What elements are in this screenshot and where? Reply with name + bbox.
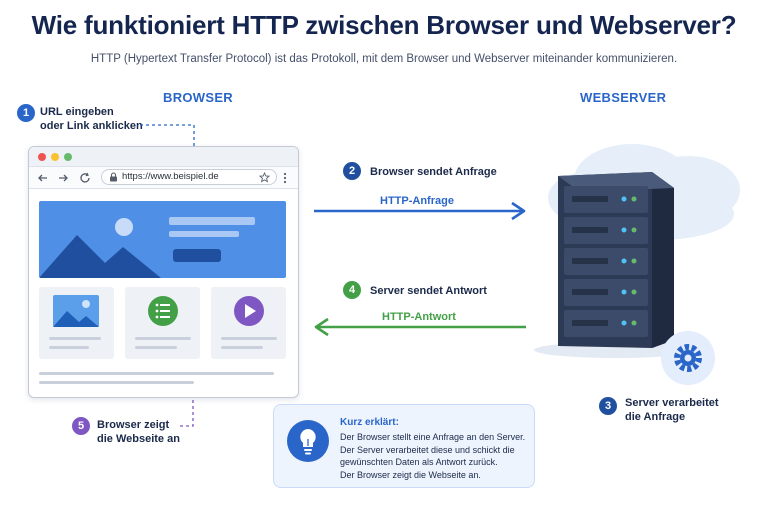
- footer-text-line: [39, 381, 194, 384]
- page-title: Wie funktioniert HTTP zwischen Browser u…: [31, 10, 737, 40]
- server-rack-icon: [558, 172, 674, 348]
- url-input[interactable]: https://www.beispiel.de: [101, 169, 277, 185]
- request-arrow-label: HTTP-Anfrage: [380, 195, 454, 207]
- browser-window: https://www.beispiel.de: [28, 146, 299, 398]
- content-card-list: [125, 287, 200, 359]
- card-text-line: [49, 346, 89, 349]
- browser-titlebar: [29, 147, 298, 167]
- step-4-badge: 4: [343, 281, 361, 299]
- reload-icon[interactable]: [79, 172, 91, 184]
- step-1-badge: 1: [17, 104, 35, 122]
- card-text-line: [135, 346, 177, 349]
- content-card-video: [211, 287, 286, 359]
- url-text: https://www.beispiel.de: [122, 171, 219, 182]
- response-arrow-head: [314, 317, 329, 337]
- info-text: Der Browser stellt eine Anfrage an den S…: [340, 431, 530, 481]
- minimize-dot[interactable]: [51, 153, 59, 161]
- arrow-left-icon[interactable]: [37, 172, 49, 184]
- browser-section-label: BROWSER: [163, 90, 233, 105]
- list-icon: [148, 296, 178, 326]
- step-4-label: Server sendet Antwort: [370, 285, 487, 297]
- card-text-line: [49, 337, 101, 340]
- step-1-line-1: URL eingeben: [40, 106, 114, 118]
- info-line-3: gewünschten Daten als Antwort zurück.: [340, 457, 498, 467]
- landscape-image-icon: [39, 217, 255, 278]
- hero-banner: [39, 201, 286, 278]
- maximize-dot[interactable]: [64, 153, 72, 161]
- step-1-line-2: oder Link anklicken: [40, 120, 143, 132]
- browser-toolbar: https://www.beispiel.de: [29, 167, 298, 189]
- info-box: Kurz erklärt: Der Browser stellt eine An…: [273, 404, 535, 488]
- step-5-label: Browser zeigt die Webseite an: [97, 418, 180, 446]
- content-card-image: [39, 287, 114, 359]
- info-title: Kurz erklärt:: [340, 417, 399, 428]
- step-1-connector: [140, 124, 195, 158]
- lightbulb-icon: [287, 420, 329, 462]
- info-line-2: Der Server verarbeitet diese und schickt…: [340, 444, 515, 455]
- card-text-line: [221, 337, 277, 340]
- step-1-label: URL eingeben oder Link anklicken: [40, 105, 143, 133]
- lock-icon: [110, 172, 117, 182]
- step-5-line-1: Browser zeigt: [97, 419, 170, 431]
- info-line-4: Der Browser zeigt die Webseite an.: [340, 469, 481, 480]
- gear-icon: [661, 331, 715, 385]
- step-3-line-2: die Anfrage: [625, 411, 686, 423]
- footer-text-line: [39, 372, 274, 375]
- play-icon: [234, 296, 264, 326]
- step-3-line-1: Server verarbeitet: [625, 397, 719, 409]
- arrow-right-icon[interactable]: [57, 172, 69, 184]
- card-text-line: [135, 337, 191, 340]
- image-icon: [53, 295, 99, 327]
- close-dot[interactable]: [38, 153, 46, 161]
- card-text-line: [221, 346, 263, 349]
- step-3-label: Server verarbeitet die Anfrage: [625, 396, 719, 424]
- star-icon[interactable]: [259, 172, 270, 183]
- step-2-label: Browser sendet Anfrage: [370, 166, 497, 178]
- request-arrow-head: [511, 201, 526, 221]
- step-5-line-2: die Webseite an: [97, 433, 180, 445]
- info-line-1: Der Browser stellt eine Anfrage an den S…: [340, 432, 526, 442]
- menu-dots-icon[interactable]: [282, 172, 288, 184]
- step-5-badge: 5: [72, 417, 90, 435]
- step-3-badge: 3: [599, 397, 617, 415]
- webserver-section-label: WEBSERVER: [580, 90, 667, 105]
- step-2-badge: 2: [343, 162, 361, 180]
- page-subtitle: HTTP (Hypertext Transfer Protocol) ist d…: [90, 53, 678, 65]
- server-illustration: [534, 144, 740, 385]
- response-arrow-label: HTTP-Antwort: [382, 311, 456, 323]
